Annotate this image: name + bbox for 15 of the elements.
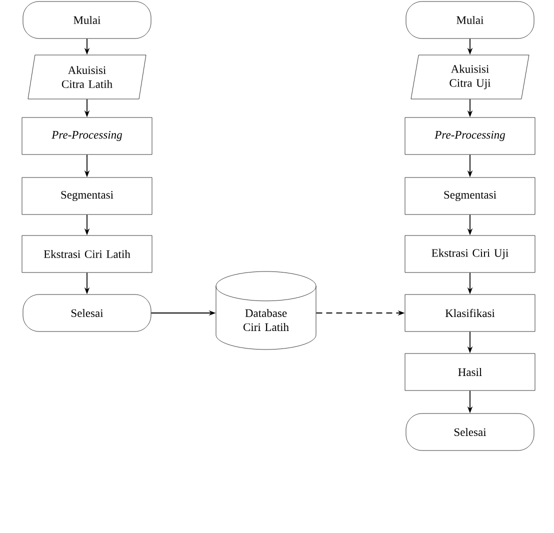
process-box: Segmentasi (404, 177, 536, 215)
terminal: Selesai (406, 413, 534, 451)
process-box: Hasil (404, 353, 536, 391)
terminal: Mulai (22, 1, 152, 39)
terminal: Selesai (22, 294, 152, 332)
process-box: Klasifikasi (404, 294, 536, 332)
process-box: Segmentasi (22, 177, 152, 215)
process-box: Pre-Processing (404, 117, 536, 155)
process-box: Pre-Processing (22, 117, 152, 155)
process-box: Ekstrasi Ciri Latih (22, 235, 152, 273)
process-box: Ekstrasi Ciri Uji (404, 235, 536, 273)
database-cylinder: Database Ciri Latih (216, 271, 316, 350)
terminal: Mulai (406, 1, 534, 39)
input-parallelogram: Akuisisi Citra Uji (410, 54, 530, 100)
input-parallelogram: Akuisisi Citra Latih (28, 54, 146, 100)
